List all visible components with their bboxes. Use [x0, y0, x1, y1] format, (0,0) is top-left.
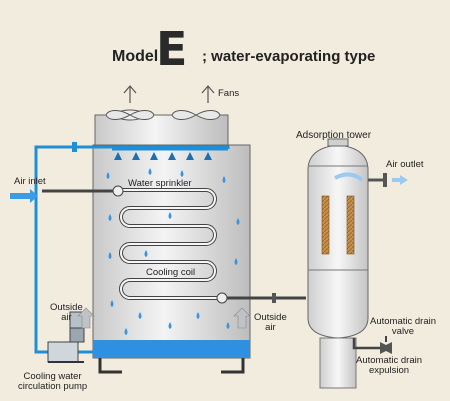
air-flow-in-tower [334, 172, 364, 182]
outlet-fitting [216, 292, 228, 304]
label-adsorption-tower: Adsorption tower [296, 130, 372, 141]
fan-left-blades [105, 110, 155, 120]
title-model: Model [112, 48, 159, 65]
label-air-inlet: Air inlet [14, 176, 46, 187]
automatic-drain-valve [380, 342, 392, 354]
adsorbent-right [346, 195, 355, 255]
cooling-tower-body [92, 144, 251, 359]
tower-support [319, 337, 357, 389]
label-air-outlet: Air outlet [386, 159, 424, 170]
label-outside-air-right: Outside air [254, 312, 287, 334]
outlet-flange [272, 293, 276, 303]
outside-air-arrow-left [77, 307, 95, 329]
drain-pipe [352, 338, 380, 350]
exhaust-arrow-right [201, 85, 215, 103]
title-type: ; water-evaporating type [202, 48, 376, 65]
adsorption-tower-cap [327, 138, 349, 147]
label-outside-air-left: Outside air [50, 302, 83, 324]
label-cooling-coil: Cooling coil [146, 267, 196, 278]
outside-air-arrow-right [233, 307, 251, 329]
fan-right-blades [171, 110, 221, 120]
cooling-water-pipe [34, 145, 230, 354]
air-outlet-flange [383, 173, 387, 187]
tower-leg-right [221, 358, 245, 374]
water-droplets [106, 168, 240, 335]
water-basin [93, 340, 250, 358]
label-cooling-water-pump: Cooling water circulation pump [18, 371, 88, 393]
label-automatic-drain-valve: Automatic drain valve [370, 316, 437, 338]
sprinkler-nozzles [114, 152, 212, 160]
label-fans: Fans [218, 88, 240, 99]
air-inlet-arrow [10, 189, 38, 203]
fan-housing [94, 114, 229, 146]
adsorption-tower [307, 144, 369, 339]
tower-leg-left [98, 358, 122, 374]
label-automatic-drain-expulsion: Automatic drain expulsion [356, 355, 423, 377]
inlet-fitting [112, 185, 124, 197]
adsorbent-left [321, 195, 330, 255]
title-letter: E [156, 22, 188, 76]
label-water-sprinkler: Water sprinkler [128, 178, 192, 189]
pipe-flange-top [72, 142, 77, 152]
diagram-title: Model E ; water-evaporating type [0, 20, 450, 72]
exhaust-arrow-left [123, 85, 137, 103]
